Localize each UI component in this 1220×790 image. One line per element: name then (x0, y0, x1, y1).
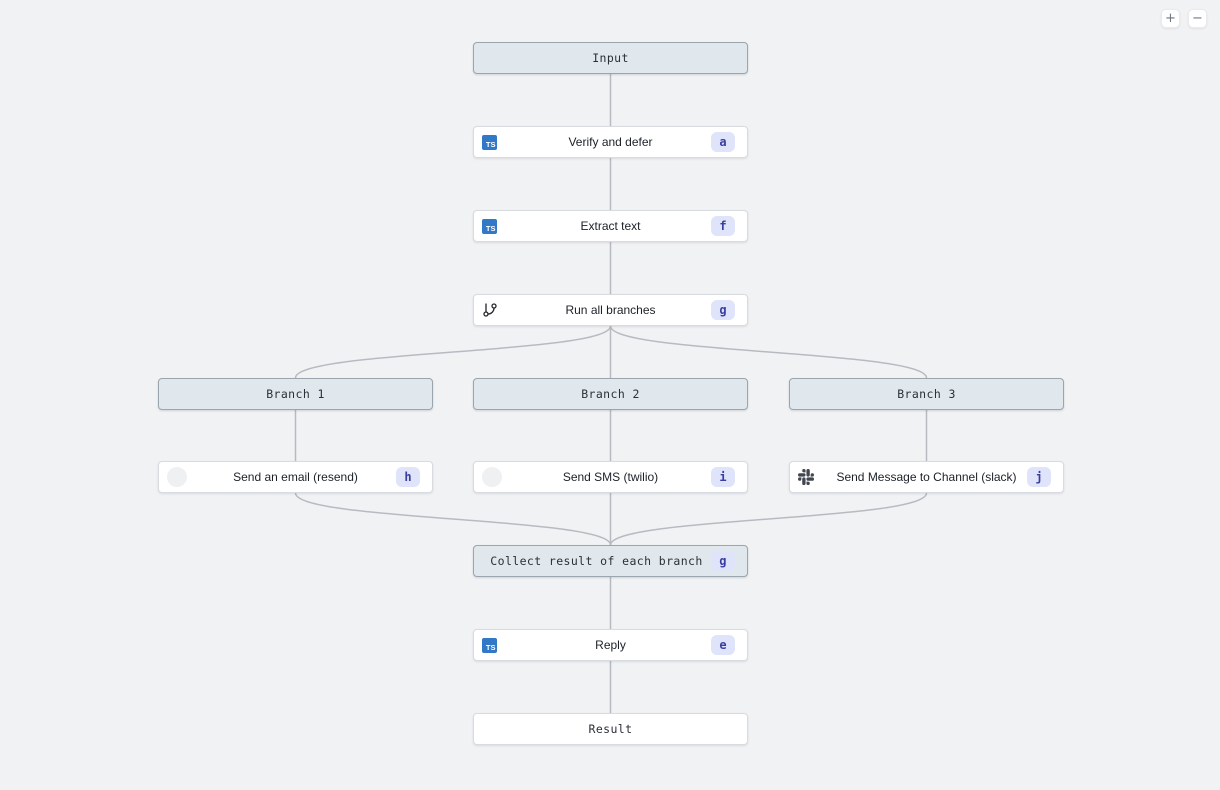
step-badge-j: j (1027, 467, 1051, 487)
node-extract-label: Extract text (580, 219, 641, 233)
step-badge-h: h (396, 467, 420, 487)
edge-run-branch1 (294, 325, 612, 379)
node-reply[interactable]: TS Reply e (473, 629, 748, 661)
node-run-label: Run all branches (565, 303, 656, 317)
twilio-icon (482, 467, 502, 487)
zoom-out-button[interactable]: − (1188, 9, 1207, 28)
node-branch2-label: Branch 2 (581, 387, 640, 401)
node-result[interactable]: Result (473, 713, 748, 745)
typescript-icon: TS (482, 134, 497, 150)
slack-icon (798, 469, 814, 485)
node-branch-1[interactable]: Branch 1 (158, 378, 433, 410)
node-verify-label: Verify and defer (568, 135, 653, 149)
step-badge-f: f (711, 216, 735, 236)
node-branch-2[interactable]: Branch 2 (473, 378, 748, 410)
typescript-icon: TS (482, 637, 497, 653)
edge-run-branch3 (609, 325, 928, 379)
node-branch3-label: Branch 3 (897, 387, 956, 401)
node-send-sms-twilio[interactable]: Send SMS (twilio) i (473, 461, 748, 493)
node-extract-text[interactable]: TS Extract text f (473, 210, 748, 242)
step-badge-g2: g (711, 551, 735, 571)
edge-slack-collect (609, 492, 928, 546)
typescript-icon: TS (482, 218, 497, 234)
node-input-label: Input (592, 51, 629, 65)
node-send-sms-label: Send SMS (twilio) (562, 470, 659, 484)
node-run-all-branches[interactable]: Run all branches g (473, 294, 748, 326)
step-badge-e: e (711, 635, 735, 655)
node-verify-and-defer[interactable]: TS Verify and defer a (473, 126, 748, 158)
git-branch-icon (482, 302, 498, 318)
node-branch1-label: Branch 1 (266, 387, 325, 401)
node-result-label: Result (588, 722, 633, 736)
node-collect-result[interactable]: Collect result of each branch g (473, 545, 748, 577)
edge-email-collect (294, 492, 612, 546)
node-send-email-label: Send an email (resend) (233, 470, 358, 484)
resend-icon (167, 467, 187, 487)
node-send-email-resend[interactable]: Send an email (resend) h (158, 461, 433, 493)
step-badge-i: i (711, 467, 735, 487)
node-reply-label: Reply (595, 638, 626, 652)
node-send-message-slack[interactable]: Send Message to Channel (slack) j (789, 461, 1064, 493)
node-collect-label: Collect result of each branch (490, 554, 703, 568)
step-badge-g: g (711, 300, 735, 320)
node-send-slack-label: Send Message to Channel (slack) (836, 470, 1017, 484)
node-branch-3[interactable]: Branch 3 (789, 378, 1064, 410)
node-input[interactable]: Input (473, 42, 748, 74)
step-badge-a: a (711, 132, 735, 152)
zoom-in-button[interactable]: + (1161, 9, 1180, 28)
